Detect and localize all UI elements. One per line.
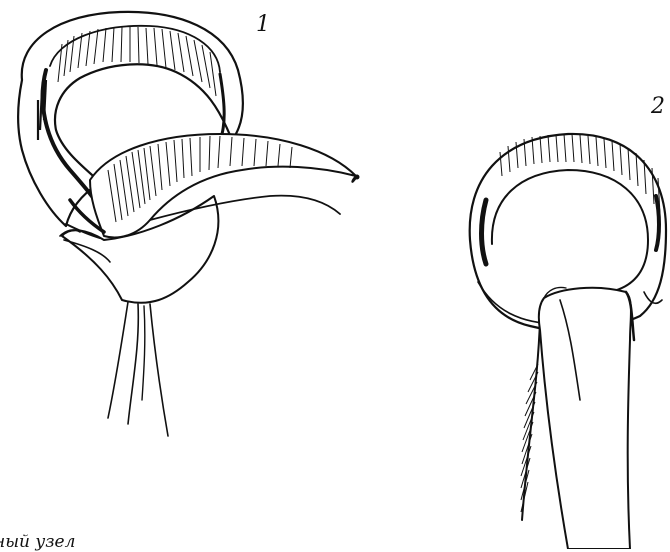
figure-caption: ный узел (0, 534, 75, 551)
panel-1-label: 1 (256, 14, 270, 36)
panel-2-label: 2 (651, 96, 665, 118)
knot-step-1-drawing (18, 12, 359, 436)
knot-step-2-drawing (470, 134, 666, 549)
